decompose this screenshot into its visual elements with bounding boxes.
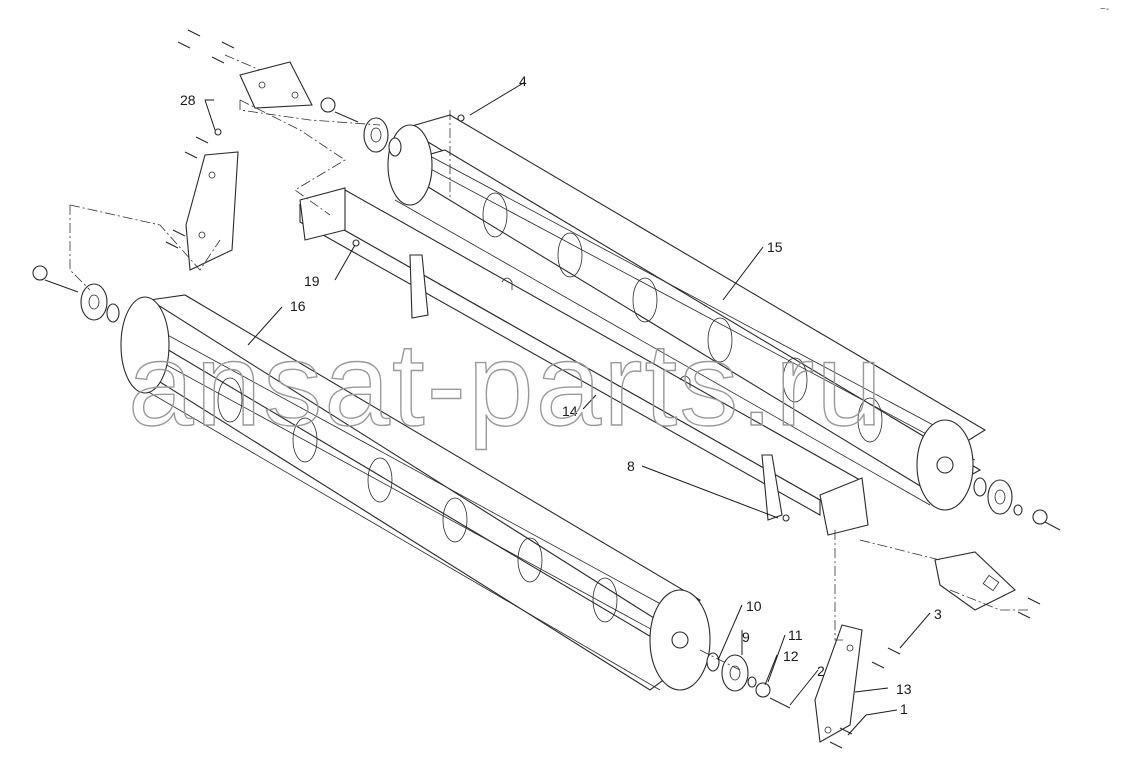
callout-14: 14 (562, 403, 578, 419)
bearing-upper-right[interactable] (973, 477, 1023, 516)
callout-15: 15 (767, 239, 783, 255)
upper-roller-cage[interactable] (387, 114, 987, 511)
bearing-lower-right[interactable] (706, 652, 757, 692)
callout-10: 10 (746, 598, 762, 614)
bolts[interactable] (44, 29, 1061, 749)
callout-3: 3 (934, 606, 942, 622)
right-side-plate[interactable] (814, 624, 863, 743)
bearing-lower-left[interactable] (80, 283, 120, 323)
lower-roller-cage[interactable] (120, 294, 711, 691)
center-beam[interactable] (298, 187, 869, 536)
callout-28: 28 (180, 92, 196, 108)
callout-13: 13 (896, 681, 912, 697)
bottom-right-bracket[interactable] (934, 551, 1016, 611)
callout-19: 19 (304, 273, 320, 289)
callout-11: 11 (788, 627, 803, 643)
bearing-upper-left[interactable] (363, 117, 402, 157)
top-left-bracket[interactable] (239, 61, 313, 109)
assembly-center-lines (69, 54, 1030, 671)
watermark: ansat-parts.ru (128, 319, 884, 451)
callout-4: 4 (519, 73, 527, 89)
o-rings[interactable] (32, 97, 1048, 698)
callout-9: 9 (742, 629, 750, 645)
callout-12: 12 (783, 648, 799, 664)
callout-labels: 4 28 19 15 16 14 8 10 9 11 12 2 3 13 1 (180, 73, 942, 717)
corner-mark: ~- (1100, 4, 1109, 15)
callout-16: 16 (290, 298, 306, 314)
leader-lines (204, 81, 931, 736)
callout-2: 2 (817, 663, 825, 679)
callout-8: 8 (627, 458, 635, 474)
callout-1: 1 (900, 701, 908, 717)
left-side-plate[interactable] (185, 151, 239, 271)
